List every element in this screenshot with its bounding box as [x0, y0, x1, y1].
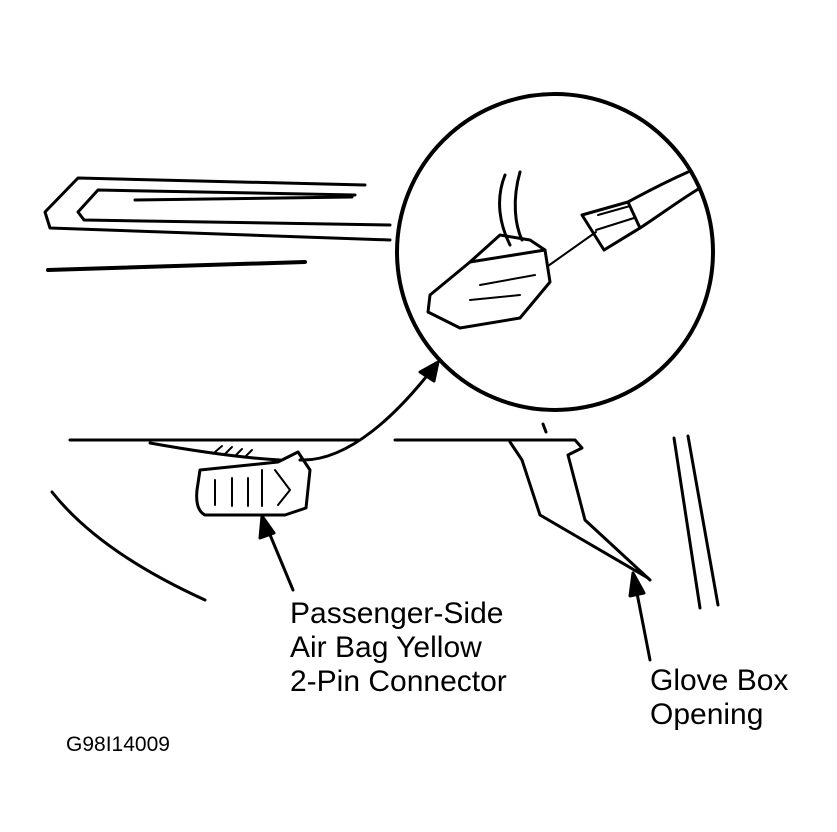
dashboard-top-outline — [43, 176, 392, 242]
magnified-connector — [426, 170, 702, 330]
glovebox-callout: Glove Box Opening — [650, 664, 788, 732]
wire-harness — [148, 441, 282, 462]
connector-callout: Passenger-Side Air Bag Yellow 2-Pin Conn… — [290, 597, 507, 699]
dashboard-lower-edge — [46, 260, 307, 272]
connector-in-dash — [195, 450, 312, 517]
glovebox-leader-line — [634, 586, 652, 662]
glovebox-callout-line-1: Glove Box — [650, 664, 789, 697]
glovebox-callout-line-2: Opening — [650, 698, 764, 731]
zoom-arrowhead — [418, 360, 440, 383]
connector-leader-arrowhead — [258, 514, 276, 540]
wire-harness-strands — [214, 445, 253, 458]
connector-callout-line-3: 2-Pin Connector — [290, 665, 507, 698]
dashboard-inner-outline — [76, 188, 392, 227]
figure-code: G98I14009 — [66, 733, 170, 756]
dashboard-trim-line — [133, 195, 354, 202]
connector-in-dash-detail — [214, 469, 291, 507]
door-edge-line-2 — [686, 434, 720, 607]
magnified-view-circle — [395, 92, 715, 412]
glovebox-opening-inner — [508, 440, 650, 580]
connector-callout-line-1: Passenger-Side — [290, 597, 504, 630]
connector-callout-line-2: Air Bag Yellow — [290, 631, 482, 664]
connector-leader-line — [266, 528, 295, 592]
glovebox-opening-outline — [393, 438, 652, 582]
dash-panel-lower-curve — [50, 490, 207, 602]
glovebox-mark — [541, 422, 548, 434]
glovebox-leader-arrowhead — [628, 571, 646, 598]
door-edge-line-1 — [672, 436, 702, 610]
zoom-arrow — [298, 370, 432, 462]
